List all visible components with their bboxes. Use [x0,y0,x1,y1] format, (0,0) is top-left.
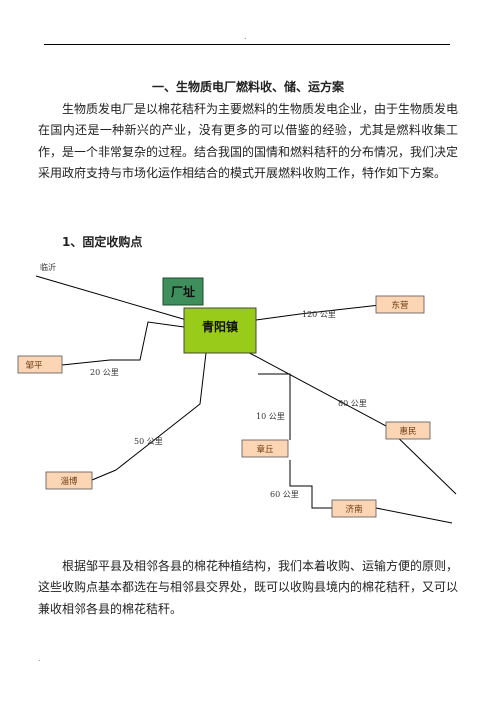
line-center-dongying [255,304,381,321]
section-title: 一、生物质电厂燃料收、储、运方案 [151,80,344,94]
factory-label: 厂址 [171,284,195,299]
place-label-jinan: 济南 [345,504,362,515]
distance-label-20: 20 公里 [90,368,119,377]
header-mark: . [244,32,247,41]
place-box-zibo [45,471,93,490]
distance-label-10: 10 公里 [256,412,285,421]
distance-label-50: 50 公里 [134,437,163,446]
place-box-huimin [385,421,431,440]
closing-paragraph: 根据邹平县及相邻各县的棉花种植结构，我们本着收购、运输方便的原则，这些收购点基本… [38,559,459,616]
line-linyi-center [35,275,191,322]
place-label-zhangqiu: 章丘 [256,444,274,455]
factory-box [162,277,204,306]
place-label-zouping: 邹平 [25,360,43,371]
connector-lines [35,275,457,524]
distance-label-120: 120 公里 [302,310,336,319]
intro-paragraph: 生物质发电厂是以棉花秸秆为主要燃料的生物质发电企业，由于生物质发电在国内还是一种… [38,102,459,181]
footer-mark: . [38,654,41,663]
line-to-zhangqiu [258,373,291,440]
line-zhangqiu-jinan [289,460,344,509]
place-box-dongying [375,295,425,314]
subheading-fixed-purchase-points: 1、固定收购点 [62,235,143,249]
line-zouping-center [61,321,185,366]
place-label-huimin: 惠民 [399,426,416,437]
line-jinan-tail [375,507,453,524]
header-rule [44,44,450,45]
place-box-zhangqiu [241,439,289,458]
place-box-jinan [331,499,377,518]
line-center-zibo [115,352,207,471]
distance-label-60: 60 公里 [270,490,299,499]
center-label-qingyang: 青阳镇 [202,319,238,334]
line-center-huimin [243,349,387,427]
line-zibo-tail [91,469,117,481]
place-label-linyi: 临沂 [40,262,56,272]
center-box-qingyang [183,307,257,354]
place-label-zibo: 淄博 [60,476,78,487]
distance-label-80: 80 公里 [338,399,367,408]
place-label-dongying: 东营 [391,300,408,311]
place-box-zouping [17,355,63,374]
